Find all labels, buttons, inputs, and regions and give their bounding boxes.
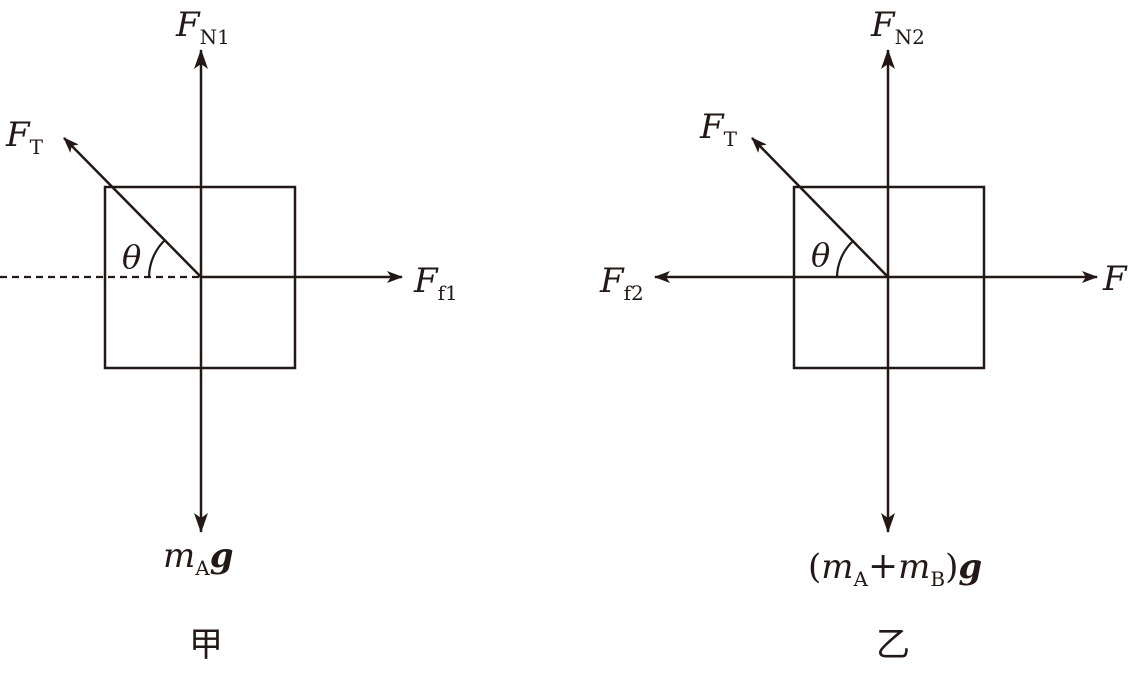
gravity-mass-b-b: m	[898, 547, 930, 587]
gravity-mass-a: m	[163, 536, 195, 576]
friction-sub-a: f1	[438, 281, 458, 305]
tension-label-a: F	[5, 115, 31, 155]
tension-arrow-a	[63, 137, 202, 278]
svg-text:Ff1: Ff1	[413, 261, 458, 305]
gravity-sub-a-b: A	[853, 567, 869, 591]
gravity-sub-a: A	[194, 556, 210, 580]
tension-arrow-b	[751, 137, 889, 278]
tension-label-b: F	[699, 107, 725, 147]
angle-arc-b	[835, 240, 854, 278]
normal-force-label-a: F	[175, 5, 201, 45]
diagram-b: FN2 FT Ff2 F θ (mA+mB)g 乙	[599, 5, 1128, 665]
angle-arc-a	[147, 239, 166, 278]
caption-a: 甲	[189, 625, 223, 665]
angle-label-a: θ	[122, 238, 141, 276]
normal-force-label-b: F	[870, 5, 896, 45]
svg-text:FT: FT	[5, 115, 44, 159]
svg-text:Ff2: Ff2	[599, 261, 644, 305]
diagram-a: FN1 FT Ff1 θ mAg 甲	[0, 5, 458, 665]
gravity-g-a: g	[210, 536, 234, 576]
svg-text:FT: FT	[699, 107, 738, 151]
normal-force-sub-a: N1	[200, 25, 230, 49]
tension-sub-b: T	[724, 127, 738, 151]
friction-sub-b: f2	[624, 281, 644, 305]
normal-force-sub-b: N2	[895, 25, 925, 49]
applied-force-label-b: F	[1102, 259, 1128, 299]
svg-text:(mA+mB)g: (mA+mB)g	[808, 546, 982, 591]
friction-label-a: F	[413, 261, 439, 301]
caption-b: 乙	[876, 625, 910, 665]
gravity-close-paren-b: )	[945, 547, 958, 587]
tension-sub-a: T	[30, 135, 44, 159]
gravity-sub-b-b: B	[930, 567, 945, 591]
angle-label-b: θ	[811, 236, 830, 274]
svg-text:FN1: FN1	[175, 5, 230, 49]
gravity-mass-a-b: m	[821, 547, 853, 587]
svg-text:mAg: mAg	[163, 536, 233, 580]
gravity-open-paren-b: (	[808, 547, 821, 587]
friction-label-b: F	[599, 261, 625, 301]
svg-text:FN2: FN2	[870, 5, 925, 49]
gravity-plus-b: +	[868, 546, 898, 587]
gravity-g-b: g	[958, 547, 982, 587]
